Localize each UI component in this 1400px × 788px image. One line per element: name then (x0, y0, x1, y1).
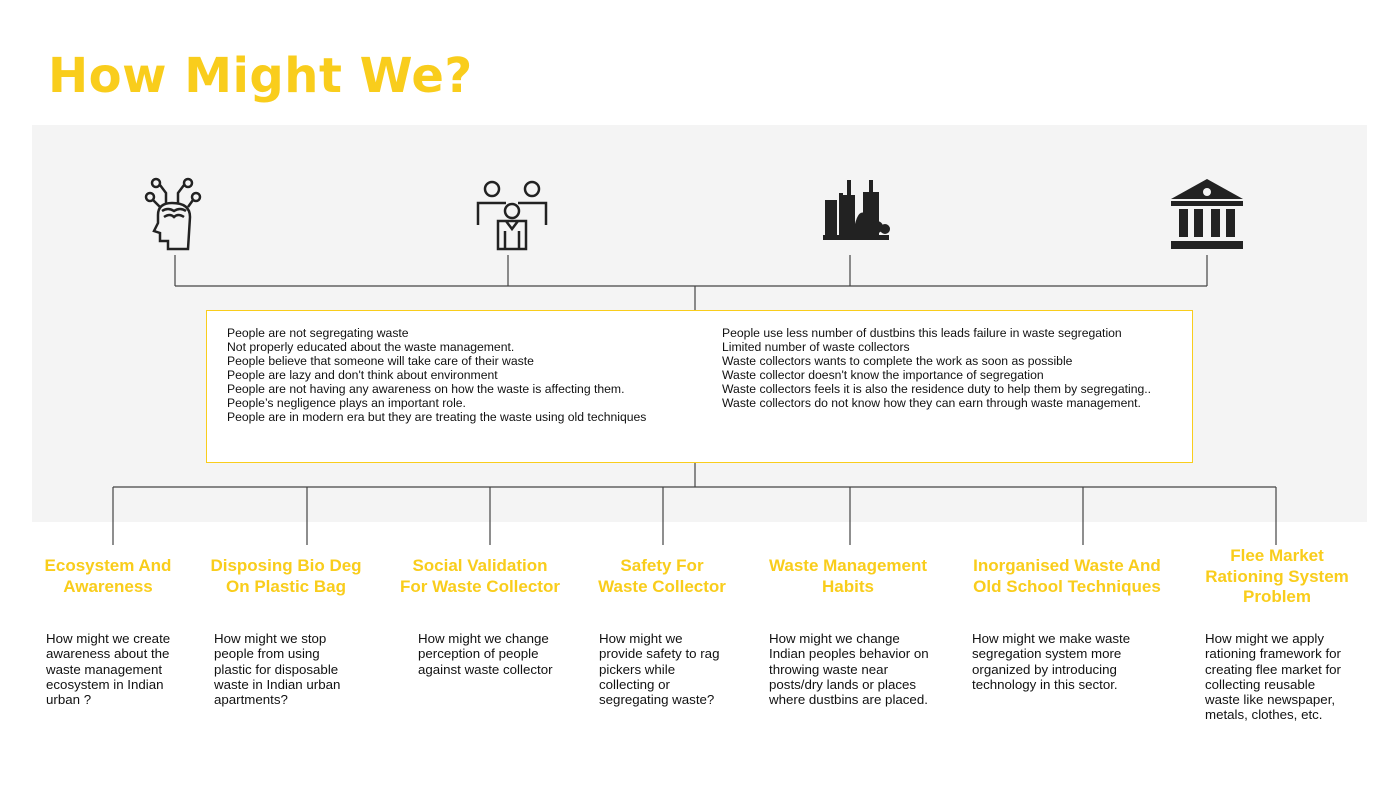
topic-text-line: awareness about the (46, 646, 170, 662)
topic-heading-line: Social Validation (412, 556, 548, 575)
topic-text-line: urban ? (46, 692, 92, 708)
insight-item: Waste collector doesn't know the importa… (722, 368, 1044, 382)
topic-text-line: Indian peoples behavior on (769, 646, 929, 662)
topic-text-line: How might we create (46, 631, 171, 646)
topic-text-line: technology in this sector. (972, 676, 1118, 692)
topic-text-line: perception of people (418, 646, 539, 662)
topic-text-line: waste like newspaper, (1205, 692, 1336, 708)
topic-heading-line: Disposing Bio Deg (210, 556, 362, 575)
topic-text-line: provide safety to rag (599, 646, 720, 662)
topic-text-line: waste management (46, 661, 163, 677)
topic-heading-line: Waste Management (768, 556, 928, 575)
brain-head-icon (144, 177, 202, 251)
collector-insights-list: People use less number of dustbins this … (722, 326, 1151, 410)
insight-item: People use less number of dustbins this … (722, 326, 1122, 340)
topic-heading-line: Old School Techniques (973, 576, 1161, 596)
topic-text-line: creating flee market for (1205, 661, 1341, 677)
topic-text-line: organized by introducing (972, 661, 1117, 677)
topic-heading-line: Waste Collector (598, 576, 726, 596)
topic-text-line: where dustbins are placed. (769, 692, 928, 708)
topic-text-line: posts/dry lands or places (769, 676, 917, 692)
insight-item: People are in modern era but they are tr… (227, 410, 647, 424)
topic-heading-line: Awareness (63, 576, 153, 596)
insight-item: Limited number of waste collectors (722, 340, 910, 354)
topic-text-line: segregation system more (972, 646, 1122, 662)
topic-text-line: waste in Indian urban (214, 676, 341, 692)
insight-item: People are not having any awareness on h… (227, 382, 625, 396)
topic-text-line: ecosystem in Indian (46, 676, 164, 692)
people-group-icon (476, 180, 548, 251)
topic-heading-line: Rationing System (1205, 566, 1349, 586)
topic-heading-line: Ecosystem And (44, 556, 172, 575)
topic-heading-line: Inorganised Waste And (973, 556, 1161, 575)
topic-text-line: apartments? (214, 692, 288, 708)
insight-item: Waste collectors feels it is also the re… (722, 382, 1152, 396)
topic-text-line: against waste collector (418, 661, 553, 677)
topic-text-line: How might we stop (214, 631, 327, 646)
topic-text-line: collecting or (599, 676, 670, 692)
topic-text-line: How might we (599, 631, 683, 646)
insights-box: People are not segregating waste Not pro… (206, 310, 1193, 463)
topic-text-line: pickers while (599, 661, 676, 677)
topic-heading-line: For Waste Collector (400, 576, 560, 596)
topic-heading-line: Habits (822, 576, 874, 596)
topic-text-line: throwing waste near (769, 661, 888, 677)
insight-item: People are lazy and don't think about en… (227, 368, 498, 382)
topic-text-line: How might we make waste (972, 631, 1131, 646)
topic-heading-line: Flee Market (1230, 546, 1324, 565)
topic-heading-line: On Plastic Bag (226, 576, 346, 596)
insight-item: People’s negligence plays an important r… (227, 396, 466, 410)
topic-text-line: How might we change (769, 631, 900, 646)
insight-item: Waste collectors do not know how they ca… (722, 396, 1141, 410)
topic-text-line: plastic for disposable (214, 661, 339, 677)
topic-text-line: segregating waste? (599, 692, 715, 708)
insight-item: Waste collectors wants to complete the w… (722, 354, 1073, 368)
city-icon (823, 180, 890, 240)
topic-text-line: metals, clothes, etc. (1205, 707, 1323, 723)
people-insights-list: People are not segregating waste Not pro… (227, 326, 646, 424)
topic-text-line: people from using (214, 646, 320, 662)
topic-text-line: How might we apply (1205, 631, 1324, 646)
topic-text-line: How might we change (418, 631, 549, 646)
topic-text-line: rationing framework for (1205, 646, 1341, 662)
topic-heading-line: Safety For (620, 556, 704, 575)
page-title: How Might We? (48, 48, 473, 104)
topic-heading-line: Problem (1242, 587, 1312, 606)
insight-item: People believe that someone will take ca… (227, 354, 534, 368)
government-building-icon (1171, 179, 1243, 249)
insight-item: Not properly educated about the waste ma… (227, 340, 515, 354)
insight-item: People are not segregating waste (227, 326, 409, 340)
topic-text-line: collecting reusable (1205, 676, 1316, 692)
